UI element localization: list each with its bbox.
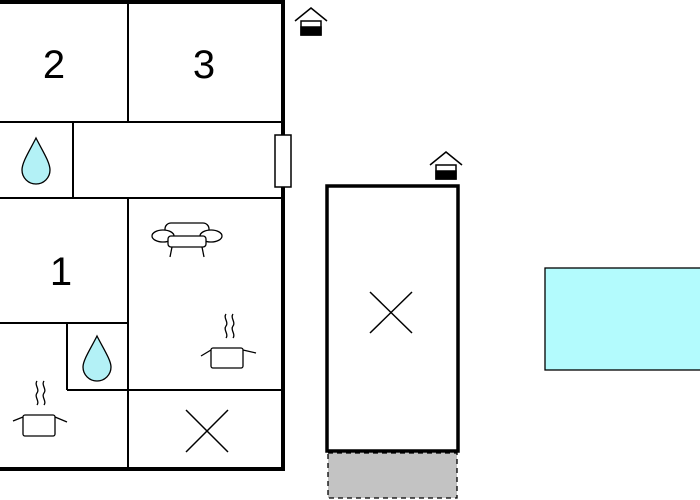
cross-icon	[185, 409, 229, 453]
cross-icon	[369, 291, 413, 334]
water-drop-icon	[82, 334, 112, 382]
room-label-1: 1	[50, 250, 72, 294]
sofa-icon	[151, 222, 223, 258]
room-label-3: 3	[193, 43, 215, 87]
pool	[544, 267, 700, 371]
exterior-walls	[0, 0, 285, 471]
room-label-2: 2	[43, 43, 65, 87]
house-entrance-icon	[429, 151, 463, 180]
door-icon	[274, 134, 292, 188]
cooking-pot-icon	[12, 380, 68, 437]
cooking-pot-icon	[200, 313, 257, 369]
house-entrance-icon	[294, 7, 328, 36]
terrace	[327, 452, 458, 499]
outer-wall	[0, 0, 285, 471]
main-house	[0, 0, 283, 470]
annex-building	[325, 184, 460, 453]
water-drop-icon	[21, 136, 51, 185]
